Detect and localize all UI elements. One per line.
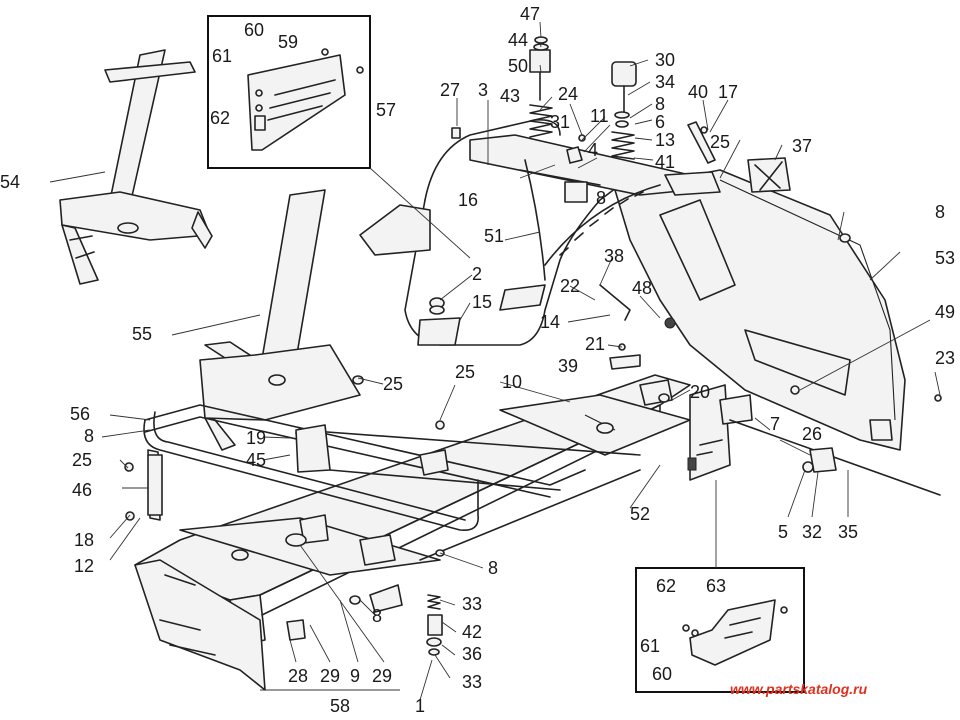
label-9: 9 bbox=[350, 666, 360, 686]
fender-pan-53 bbox=[614, 169, 906, 451]
label-51: 51 bbox=[484, 226, 504, 246]
main-chassis-frame bbox=[134, 374, 731, 691]
label-17: 17 bbox=[718, 82, 738, 102]
part-number-labels: 47 44 50 27 3 43 24 31 11 30 34 8 6 13 4… bbox=[0, 4, 955, 716]
label-44: 44 bbox=[508, 30, 528, 50]
label-58: 58 bbox=[330, 696, 350, 716]
label-31: 31 bbox=[550, 112, 570, 132]
label-4: 4 bbox=[588, 140, 598, 160]
label-16: 16 bbox=[458, 190, 478, 210]
label-24: 24 bbox=[558, 84, 578, 104]
label-34: 34 bbox=[655, 72, 675, 92]
label-32: 32 bbox=[802, 522, 822, 542]
label-18: 18 bbox=[74, 530, 94, 550]
spring-assembly-41 bbox=[611, 61, 637, 160]
label-62: 62 bbox=[656, 576, 676, 596]
label-8: 8 bbox=[488, 558, 498, 578]
label-59: 59 bbox=[278, 32, 298, 52]
label-60: 60 bbox=[244, 20, 264, 40]
label-45: 45 bbox=[246, 450, 266, 470]
label-25: 25 bbox=[383, 374, 403, 394]
label-43: 43 bbox=[500, 86, 520, 106]
watermark-text: www.partskatalog.ru bbox=[730, 681, 868, 697]
label-11: 11 bbox=[590, 106, 609, 126]
label-61: 61 bbox=[212, 46, 232, 66]
label-19: 19 bbox=[246, 428, 266, 448]
label-1: 1 bbox=[415, 696, 425, 716]
label-29: 29 bbox=[372, 666, 392, 686]
label-33: 33 bbox=[462, 594, 482, 614]
label-61: 61 bbox=[640, 636, 660, 656]
label-28: 28 bbox=[288, 666, 308, 686]
label-37: 37 bbox=[792, 136, 812, 156]
label-21: 21 bbox=[585, 334, 605, 354]
spring-assembly-43 bbox=[529, 36, 553, 138]
label-8: 8 bbox=[84, 426, 94, 446]
label-63: 63 bbox=[706, 576, 726, 596]
label-14: 14 bbox=[540, 312, 560, 332]
label-47: 47 bbox=[520, 4, 540, 24]
label-8: 8 bbox=[935, 202, 945, 222]
label-35: 35 bbox=[838, 522, 858, 542]
label-25: 25 bbox=[455, 362, 475, 382]
label-8: 8 bbox=[596, 188, 606, 208]
label-25: 25 bbox=[710, 132, 730, 152]
label-29: 29 bbox=[320, 666, 340, 686]
label-46: 46 bbox=[72, 480, 92, 500]
front-axle-rod-35 bbox=[729, 419, 941, 496]
label-12: 12 bbox=[74, 556, 94, 576]
seat-support-bracket-54 bbox=[59, 49, 213, 285]
seat-frame-tube-57 bbox=[359, 118, 621, 346]
label-23: 23 bbox=[935, 348, 955, 368]
label-40: 40 bbox=[688, 82, 708, 102]
label-50: 50 bbox=[508, 56, 528, 76]
label-5: 5 bbox=[778, 522, 788, 542]
label-10: 10 bbox=[502, 372, 522, 392]
label-8: 8 bbox=[655, 94, 665, 114]
label-7: 7 bbox=[770, 414, 780, 434]
label-26: 26 bbox=[802, 424, 822, 444]
label-52: 52 bbox=[630, 504, 650, 524]
label-54: 54 bbox=[0, 172, 20, 192]
seat-support-column-55 bbox=[199, 189, 361, 451]
label-15: 15 bbox=[472, 292, 492, 312]
label-8: 8 bbox=[372, 606, 382, 626]
label-55: 55 bbox=[132, 324, 152, 344]
label-49: 49 bbox=[935, 302, 955, 322]
label-42: 42 bbox=[462, 622, 482, 642]
label-57: 57 bbox=[376, 100, 396, 120]
label-53: 53 bbox=[935, 248, 955, 268]
detail-callout-2 bbox=[635, 480, 805, 693]
label-30: 30 bbox=[655, 50, 675, 70]
label-6: 6 bbox=[655, 112, 665, 132]
label-25: 25 bbox=[72, 450, 92, 470]
label-27: 27 bbox=[440, 80, 460, 100]
label-36: 36 bbox=[462, 644, 482, 664]
label-3: 3 bbox=[478, 80, 488, 100]
rear-crossbar bbox=[469, 134, 721, 203]
label-13: 13 bbox=[655, 130, 675, 150]
label-20: 20 bbox=[690, 382, 710, 402]
leader-lines bbox=[49, 21, 941, 701]
label-22: 22 bbox=[560, 276, 580, 296]
label-39: 39 bbox=[558, 356, 578, 376]
label-2: 2 bbox=[472, 264, 482, 284]
small-hardware bbox=[124, 121, 942, 656]
label-56: 56 bbox=[70, 404, 90, 424]
label-38: 38 bbox=[604, 246, 624, 266]
label-60: 60 bbox=[652, 664, 672, 684]
label-33: 33 bbox=[462, 672, 482, 692]
label-48: 48 bbox=[632, 278, 652, 298]
label-62: 62 bbox=[210, 108, 230, 128]
detail-callout-1 bbox=[207, 15, 471, 259]
label-41: 41 bbox=[655, 152, 675, 172]
toothed-seat-rail bbox=[524, 159, 661, 281]
